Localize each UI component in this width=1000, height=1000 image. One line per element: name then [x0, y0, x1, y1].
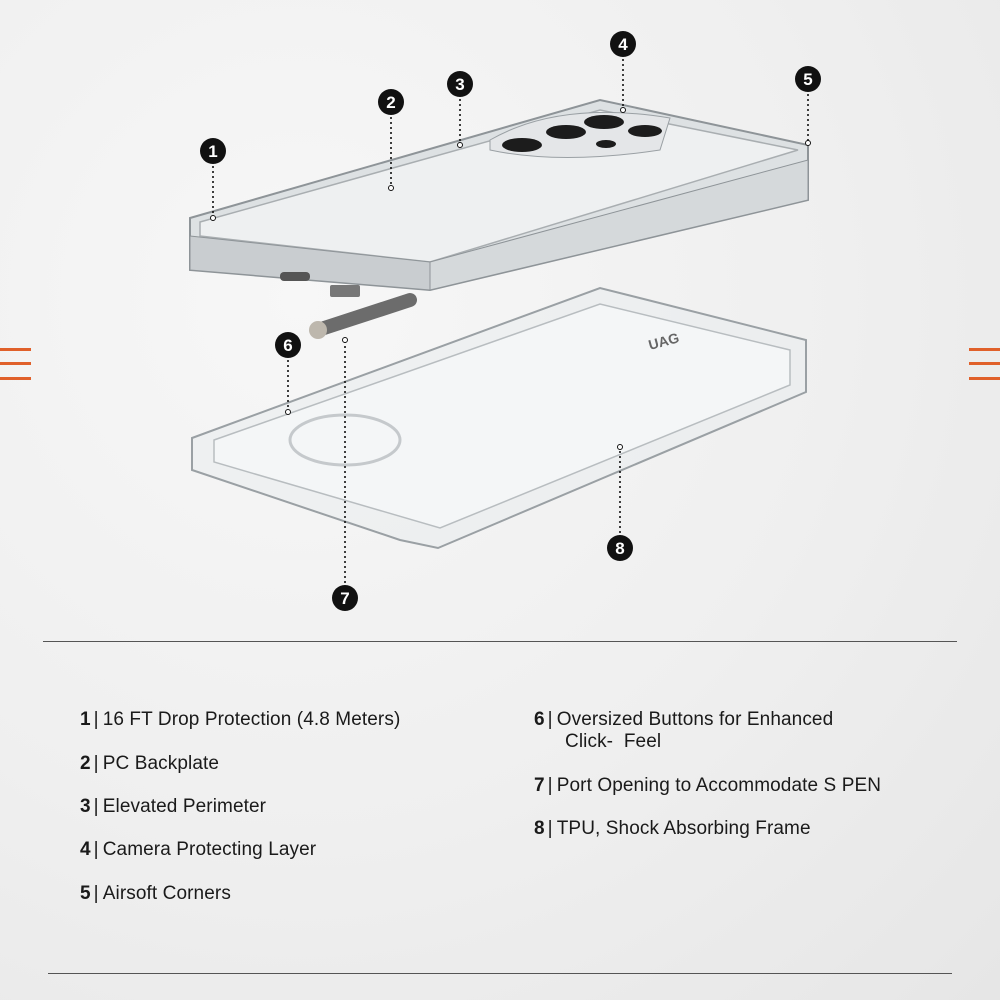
phone-with-case [189, 98, 809, 339]
feature-item-2: 2|PC Backplate [80, 753, 219, 775]
feature-number: 4 [80, 839, 91, 860]
feature-separator: | [93, 753, 99, 774]
callout-badge [447, 71, 473, 97]
feature-number: 7 [534, 775, 545, 796]
callout-number: 4 [618, 35, 628, 54]
accent-line [969, 348, 1000, 351]
svg-text:UAG: UAG [647, 329, 681, 353]
feature-separator: | [93, 709, 99, 730]
callout-7: 7 [332, 337, 358, 611]
feature-number: 2 [80, 753, 91, 774]
feature-item-1: 1|16 FT Drop Protection (4.8 Meters) [80, 709, 400, 731]
callout-number: 7 [340, 589, 349, 608]
callout-badge [200, 138, 226, 164]
callout-5: 5 [795, 66, 821, 146]
feature-text: Elevated Perimeter [102, 796, 267, 817]
product-diagram: UAG 1 2 3 4 5 6 7 8 [189, 31, 821, 611]
feature-text-continued: Click- Feel [565, 731, 662, 752]
feature-text: Port Opening to Accommodate S PEN [556, 775, 882, 796]
callout-anchor [210, 215, 216, 221]
callout-anchor [285, 409, 291, 415]
divider-top [43, 641, 957, 642]
feature-separator: | [93, 839, 99, 860]
callout-number: 8 [615, 539, 624, 558]
callout-badge [332, 585, 358, 611]
feature-text: PC Backplate [102, 753, 220, 774]
callout-anchor [342, 337, 348, 343]
feature-number: 8 [534, 818, 545, 839]
feature-separator: | [93, 796, 99, 817]
feature-number: 3 [80, 796, 91, 817]
callout-anchor [457, 142, 463, 148]
callout-number: 1 [208, 142, 217, 161]
feature-item-8: 8|TPU, Shock Absorbing Frame [534, 818, 811, 840]
callout-2: 2 [378, 89, 404, 191]
feature-separator: | [93, 883, 99, 904]
feature-item-7: 7|Port Opening to Accommodate S PEN [534, 775, 881, 797]
callout-number: 5 [803, 70, 812, 89]
feature-separator: | [547, 709, 553, 730]
feature-separator: | [547, 818, 553, 839]
accent-line [0, 362, 31, 365]
feature-item-3: 3|Elevated Perimeter [80, 796, 266, 818]
feature-text: Airsoft Corners [102, 883, 231, 904]
feature-number: 6 [534, 709, 545, 730]
feature-text: TPU, Shock Absorbing Frame [556, 818, 811, 839]
callout-anchor [617, 444, 623, 450]
callout-4: 4 [610, 31, 636, 113]
accent-line [969, 377, 1000, 380]
callout-badge [378, 89, 404, 115]
callout-8: 8 [607, 444, 633, 561]
callout-number: 2 [386, 93, 395, 112]
accent-line [969, 362, 1000, 365]
callout-badge [607, 535, 633, 561]
callout-6: 6 [275, 332, 301, 415]
callout-badge [610, 31, 636, 57]
feature-separator: | [547, 775, 553, 796]
feature-item-5: 5|Airsoft Corners [80, 883, 231, 905]
callout-badge [275, 332, 301, 358]
callout-1: 1 [200, 138, 226, 221]
tpu-frame: UAG [191, 286, 807, 550]
callout-anchor [388, 185, 394, 191]
callout-number: 6 [283, 336, 292, 355]
feature-text: 16 FT Drop Protection (4.8 Meters) [102, 709, 401, 730]
callout-anchor [805, 140, 811, 146]
callout-anchor [620, 107, 626, 113]
callout-badge [795, 66, 821, 92]
feature-item-4: 4|Camera Protecting Layer [80, 839, 316, 861]
feature-number: 5 [80, 883, 91, 904]
feature-text: Oversized Buttons for Enhanced [556, 709, 834, 730]
accent-line [0, 348, 31, 351]
divider-bottom [48, 973, 952, 974]
feature-number: 1 [80, 709, 91, 730]
callout-number: 3 [455, 75, 464, 94]
callout-3: 3 [447, 71, 473, 148]
feature-text: Camera Protecting Layer [102, 839, 317, 860]
accent-line [0, 377, 31, 380]
